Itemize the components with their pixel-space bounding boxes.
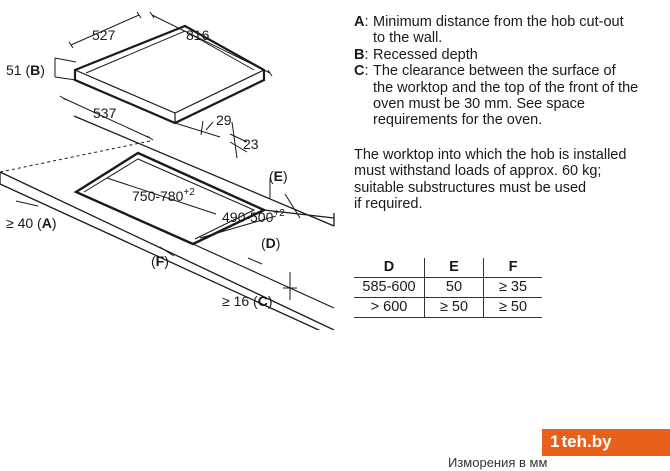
key-f-label: (F) [151,253,169,269]
dimension-table: D E F 585-600 50 ≥ 35 > 600 ≥ 50 ≥ 50 [354,258,542,318]
dim-16-c: ≥ 16 (C) [222,293,273,309]
table-header-e: E [424,258,484,278]
hob-dimension-lines [54,11,273,159]
legend-item-a: A: Minimum distance from the hob cut-out… [354,14,624,47]
table-row: 585-600 50 ≥ 35 [354,277,542,298]
legend-item-c: C: The clearance between the surface of … [354,63,639,129]
dim-23: 23 [243,136,259,152]
dim-490-500: 490-500+2 [222,208,285,225]
logo-mark-icon: 1 [550,432,560,451]
worktop-note: The worktop into which the hob is instal… [354,147,627,213]
table-header-row: D E F [354,258,542,278]
watermark-caption: Изморения в мм [448,455,548,470]
dim-816: 816 [186,27,210,43]
dim-537: 537 [93,105,117,121]
dim-527: 527 [92,27,116,43]
dim-29: 29 [216,112,232,128]
table-row: > 600 ≥ 50 ≥ 50 [354,297,542,318]
key-e-label: (E) [269,168,288,184]
key-d-label: (D) [261,235,280,251]
legend: A: Minimum distance from the hob cut-out… [354,14,666,129]
installation-diagram: 527 816 51 (B) 537 29 23 750-780+2 490-5… [0,11,335,330]
table-header-d: D [354,258,425,278]
dim-750-780: 750-780+2 [132,187,195,204]
dim-51-b: 51 (B) [6,62,45,78]
table-header-f: F [483,258,542,278]
cutout-dimension-lines [15,177,301,300]
dim-40-a: ≥ 40 (A) [6,215,57,231]
legend-item-b: B: Recessed depth [354,46,478,63]
